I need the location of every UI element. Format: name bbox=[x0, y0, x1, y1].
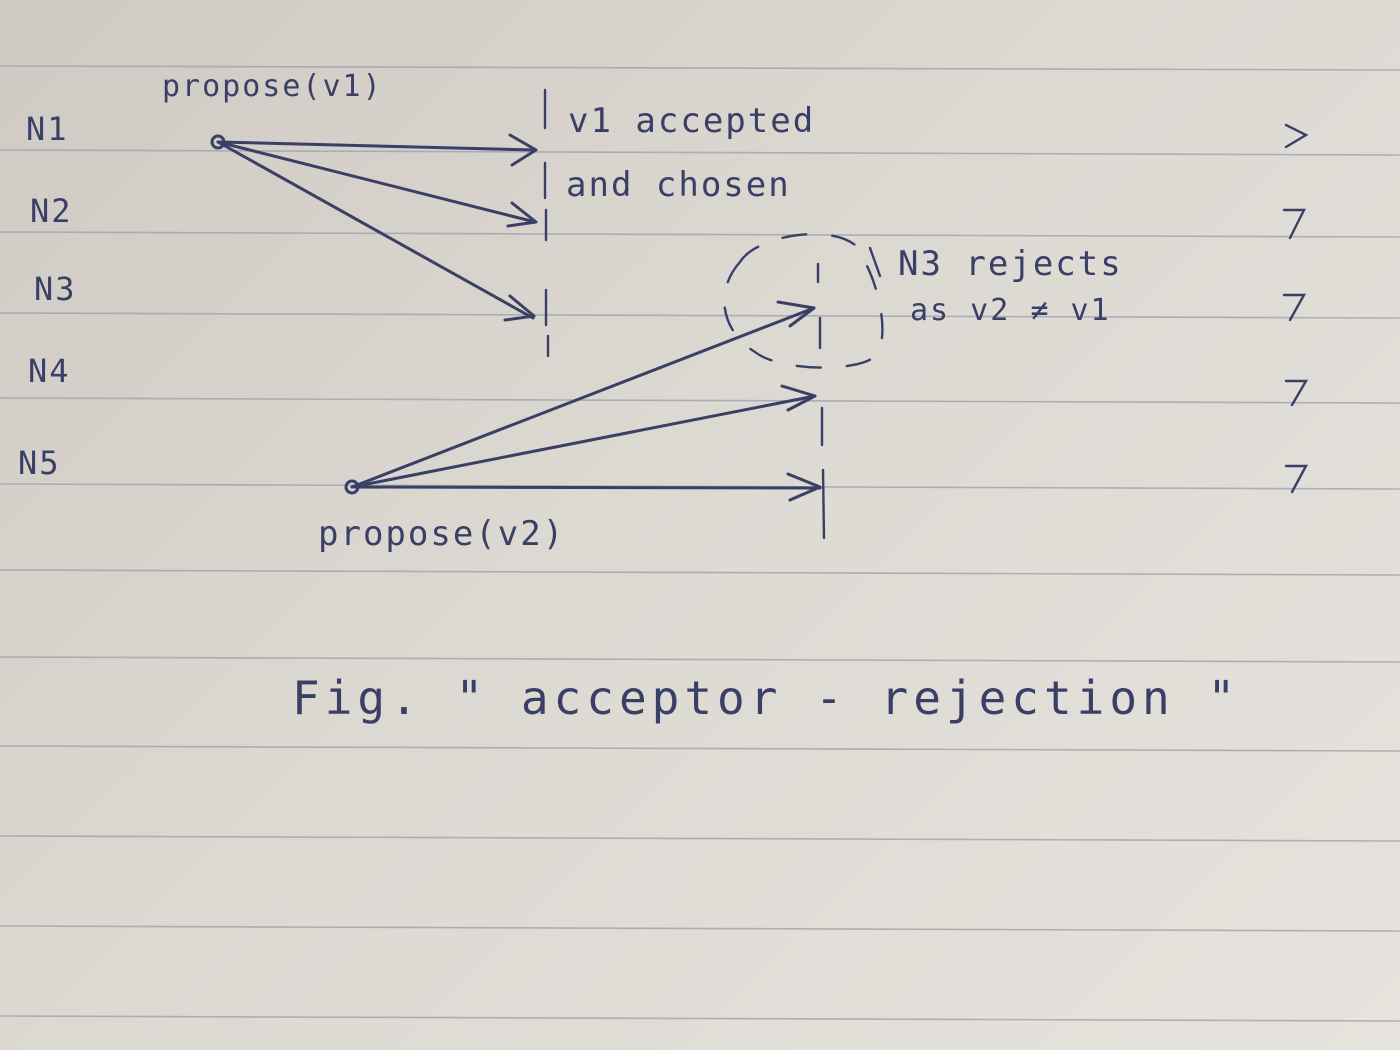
timeline-end-mark bbox=[1282, 293, 1307, 322]
ruled-lines bbox=[0, 65, 1400, 1022]
arrow-v2-to-n4 bbox=[350, 394, 817, 489]
node-label-n5: N5 bbox=[18, 444, 61, 482]
arrowhead-v1-n2 bbox=[506, 201, 538, 228]
arrow-v1-to-n2 bbox=[216, 140, 537, 224]
proposal-v1-label: propose(v1) bbox=[162, 69, 383, 104]
accept-tick bbox=[821, 468, 826, 540]
reject-note-line1: N3 rejects bbox=[898, 244, 1123, 284]
timeline-end-mark bbox=[1282, 208, 1306, 240]
node-label-n1: N1 bbox=[26, 110, 69, 148]
proposal-v2: propose(v2) bbox=[318, 300, 826, 554]
proposal-v1: propose(v1) v1 accepted and chosen bbox=[162, 69, 815, 358]
rejection-circle bbox=[723, 233, 884, 369]
arrowhead-v2-n3 bbox=[776, 300, 816, 328]
rejection-highlight: N3 rejects as v2 ≠ v1 bbox=[723, 233, 1123, 369]
arrowhead-v2-n5 bbox=[786, 472, 822, 502]
arrowhead-v2-n4 bbox=[780, 384, 817, 412]
reject-note-line2: as v2 ≠ v1 bbox=[910, 293, 1111, 328]
timeline-end-marks bbox=[1282, 123, 1309, 494]
timeline-end-mark bbox=[1284, 123, 1309, 149]
node-label-n3: N3 bbox=[34, 270, 77, 308]
timeline-end-mark bbox=[1284, 379, 1309, 407]
arrow-v1-to-n1 bbox=[216, 140, 537, 152]
arrowhead-v1-n1 bbox=[508, 133, 538, 167]
accepted-note-line1: v1 accepted bbox=[568, 101, 815, 141]
node-label-n4: N4 bbox=[28, 352, 71, 390]
timeline-end-mark bbox=[1284, 464, 1309, 494]
node-labels: N1 N2 N3 N4 N5 bbox=[18, 110, 77, 482]
node-label-n2: N2 bbox=[30, 192, 73, 230]
figure-caption: Fig. " acceptor - rejection " bbox=[292, 671, 1240, 725]
reject-bar bbox=[868, 246, 882, 278]
arrow-v2-to-n5 bbox=[350, 485, 822, 490]
accepted-note-line2: and chosen bbox=[566, 165, 791, 205]
arrow-v1-to-n3 bbox=[216, 140, 535, 320]
arrowhead-v1-n3 bbox=[503, 294, 536, 322]
proposal-v2-label: propose(v2) bbox=[318, 514, 565, 554]
arrow-v2-to-n3 bbox=[350, 306, 816, 489]
